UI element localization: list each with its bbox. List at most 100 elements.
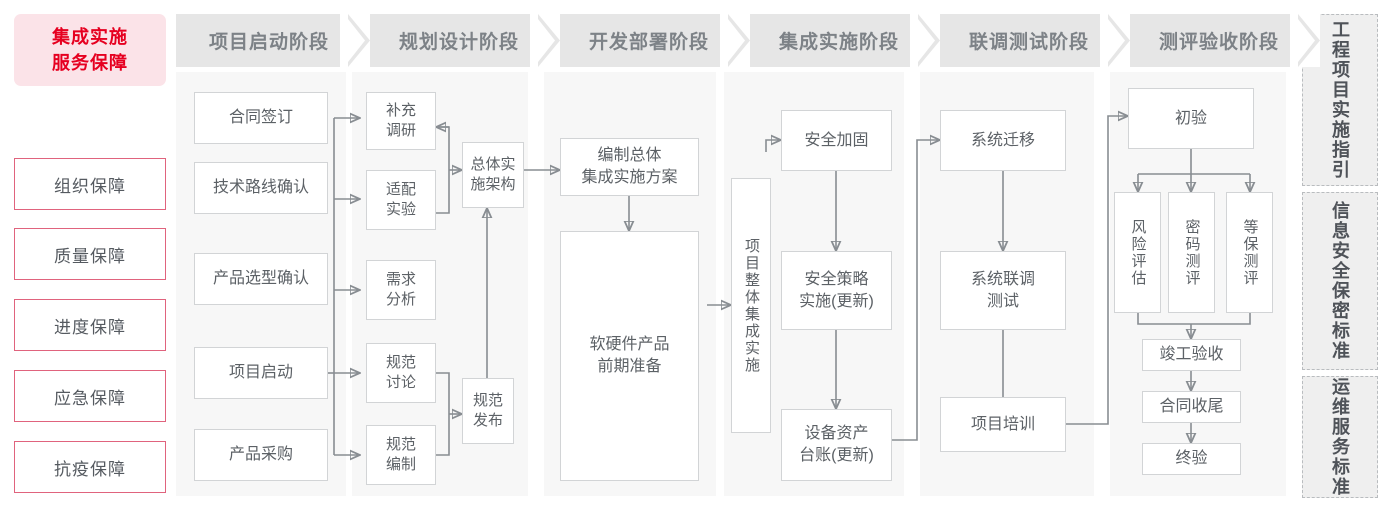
node-overall-architecture[interactable]: 总体实施架构 <box>462 142 524 208</box>
node-label-line1: 补充 <box>385 102 416 119</box>
node-spec-publish[interactable]: 规范发布 <box>462 378 514 444</box>
guarantee-header-line2: 服务保障 <box>52 53 128 73</box>
guarantee-item-quality[interactable]: 质量保障 <box>14 228 166 280</box>
node-project-training[interactable]: 项目培训 <box>940 397 1066 452</box>
node-label: 产品选型确认 <box>212 270 309 287</box>
node-completion-acceptance[interactable]: 竣工验收 <box>1142 339 1241 371</box>
chevron-divider-6 <box>1290 14 1320 67</box>
guarantee-item-schedule[interactable]: 进度保障 <box>14 299 166 351</box>
phase-header-deploy[interactable]: 开发部署阶段 <box>556 14 742 67</box>
node-label: 竣工验收 <box>1159 346 1224 363</box>
node-requirement-analysis[interactable]: 需求分析 <box>366 260 436 320</box>
node-label-line1: 安全策略 <box>804 270 869 288</box>
chevron-divider-2 <box>530 14 560 67</box>
node-label-line2: 集成实施方案 <box>581 169 678 186</box>
node-adaptation-experiment[interactable]: 适配实验 <box>366 170 436 230</box>
chevron-divider-1 <box>340 14 370 67</box>
node-grade-protection-evaluation[interactable]: 等保测评 <box>1226 192 1273 313</box>
node-product-selection[interactable]: 产品选型确认 <box>194 253 328 305</box>
standard-ops-service[interactable]: 运维服务标准 <box>1302 376 1378 498</box>
node-label-line1: 设备资产 <box>804 425 869 442</box>
node-label: 终验 <box>1175 450 1208 467</box>
standard-label: 运维服务标准 <box>1330 377 1350 497</box>
node-label-line2: 测试 <box>986 292 1019 310</box>
node-label-line1: 规范 <box>472 392 503 409</box>
node-label-line2: 实验 <box>385 201 416 218</box>
standard-info-security[interactable]: 信息安全保密标准 <box>1302 192 1378 370</box>
node-label: 等保测评 <box>1241 218 1259 287</box>
node-spec-discussion[interactable]: 规范讨论 <box>366 343 436 403</box>
node-label-line1: 规范 <box>385 354 416 371</box>
guarantee-header: 集成实施 服务保障 <box>14 14 166 86</box>
guarantee-item-label: 质量保障 <box>54 246 126 266</box>
node-label: 合同收尾 <box>1159 398 1224 415</box>
node-label-line2: 调研 <box>385 122 416 139</box>
chevron-divider-4 <box>910 14 940 67</box>
node-label-line2: 编制 <box>385 456 416 473</box>
node-overall-integration[interactable]: 项目整体集成实施 <box>731 178 771 433</box>
node-label: 风险评估 <box>1129 218 1147 287</box>
phase-header-startup[interactable]: 项目启动阶段 <box>176 14 362 67</box>
guarantee-item-org[interactable]: 组织保障 <box>14 158 166 210</box>
guarantee-item-label: 应急保障 <box>54 388 126 408</box>
node-spec-writing[interactable]: 规范编制 <box>366 425 436 485</box>
standard-label: 工程项目实施指引 <box>1330 20 1350 180</box>
phase-title-acceptance: 测评验收阶段 <box>1158 32 1279 53</box>
phase-header-acceptance[interactable]: 测评验收阶段 <box>1126 14 1312 67</box>
node-crypto-evaluation[interactable]: 密码测评 <box>1168 192 1215 313</box>
node-security-hardening[interactable]: 安全加固 <box>781 110 892 171</box>
node-joint-test[interactable]: 系统联调测试 <box>940 251 1066 330</box>
node-label: 项目启动 <box>228 364 293 381</box>
phase-title-startup: 项目启动阶段 <box>208 32 329 53</box>
node-label-line1: 需求 <box>385 271 416 288</box>
node-hw-sw-preparation[interactable]: 软硬件产品前期准备 <box>560 231 699 481</box>
node-asset-ledger[interactable]: 设备资产台账(更新) <box>781 409 892 481</box>
phase-header-testing[interactable]: 联调测试阶段 <box>936 14 1122 67</box>
node-final-acceptance[interactable]: 终验 <box>1142 443 1241 475</box>
node-security-policy[interactable]: 安全策略实施(更新) <box>781 251 892 330</box>
node-system-migration[interactable]: 系统迁移 <box>940 110 1066 171</box>
node-label: 项目整体集成实施 <box>743 237 760 374</box>
node-preliminary-acceptance[interactable]: 初验 <box>1128 88 1254 149</box>
node-label-line1: 系统联调 <box>970 270 1035 288</box>
node-label-line1: 总体实 <box>470 156 516 173</box>
phase-header-planning[interactable]: 规划设计阶段 <box>366 14 552 67</box>
node-label: 安全加固 <box>804 131 869 149</box>
guarantee-item-label: 抗疫保障 <box>54 459 126 479</box>
phase-title-integrate: 集成实施阶段 <box>778 32 899 53</box>
node-supplementary-survey[interactable]: 补充调研 <box>366 92 436 150</box>
node-label-line1: 规范 <box>385 436 416 453</box>
guarantee-item-epidemic[interactable]: 抗疫保障 <box>14 441 166 493</box>
node-label: 项目培训 <box>970 415 1035 433</box>
standard-engineering-guideline[interactable]: 工程项目实施指引 <box>1302 14 1378 186</box>
node-techroute[interactable]: 技术路线确认 <box>194 162 328 214</box>
node-risk-assessment[interactable]: 风险评估 <box>1114 192 1161 313</box>
node-overall-plan[interactable]: 编制总体集成实施方案 <box>560 138 699 196</box>
phase-title-testing: 联调测试阶段 <box>968 32 1089 53</box>
chevron-divider-5 <box>1100 14 1130 67</box>
node-label-line1: 编制总体 <box>597 147 662 164</box>
standard-label: 信息安全保密标准 <box>1330 201 1350 361</box>
guarantee-header-line1: 集成实施 <box>52 27 128 47</box>
node-purchase[interactable]: 产品采购 <box>194 429 328 481</box>
node-label-line1: 适配 <box>385 181 416 198</box>
phase-header-integrate[interactable]: 集成实施阶段 <box>746 14 932 67</box>
phase-title-planning: 规划设计阶段 <box>398 32 519 53</box>
node-label-line1: 软硬件产品 <box>589 336 670 353</box>
guarantee-item-label: 进度保障 <box>54 317 126 337</box>
phase-title-deploy: 开发部署阶段 <box>588 32 709 53</box>
node-label: 密码测评 <box>1183 218 1201 287</box>
node-label-line2: 实施(更新) <box>799 292 874 310</box>
node-label-line2: 分析 <box>385 291 416 308</box>
node-label-line2: 讨论 <box>385 374 416 391</box>
node-label-line2: 施架构 <box>470 176 516 193</box>
node-contract[interactable]: 合同签订 <box>194 92 328 144</box>
node-contract-closeout[interactable]: 合同收尾 <box>1142 391 1241 423</box>
guarantee-item-emergency[interactable]: 应急保障 <box>14 370 166 422</box>
node-label-line2: 发布 <box>472 412 503 429</box>
node-label: 系统迁移 <box>970 131 1035 149</box>
chevron-divider-3 <box>720 14 750 67</box>
node-kickoff[interactable]: 项目启动 <box>194 347 328 399</box>
node-label: 初验 <box>1174 109 1207 127</box>
